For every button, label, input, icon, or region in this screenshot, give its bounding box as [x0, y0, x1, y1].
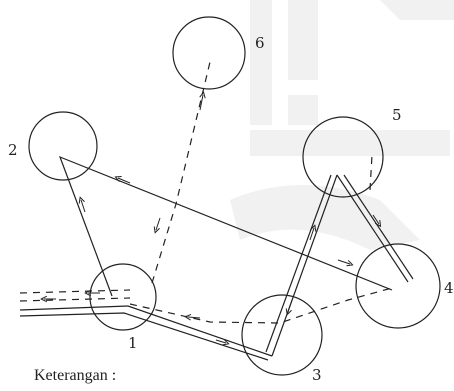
node-label-5: 5: [392, 106, 402, 124]
node-label-3: 3: [312, 366, 322, 384]
node-label-1: 1: [128, 334, 138, 352]
caption: Keterangan :: [34, 367, 116, 384]
node-circle-3: [241, 294, 323, 376]
node-label-2: 2: [8, 141, 18, 159]
node-circle-5: [302, 116, 384, 198]
node-circle-6: [172, 16, 246, 90]
watermark-logo: [230, 0, 454, 250]
node-label-4: 4: [444, 279, 454, 297]
node-circle-2: [28, 111, 98, 181]
node-label-6: 6: [255, 34, 265, 52]
node-circle-4: [355, 243, 441, 329]
node-circle-1: [89, 263, 157, 331]
solid-route: [19, 155, 414, 361]
